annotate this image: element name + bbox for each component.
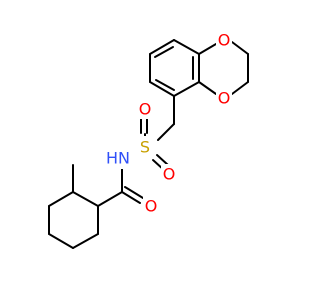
nitrogen-label: N xyxy=(118,149,130,168)
amide-group xyxy=(97,165,144,207)
sulfonyl-oxygen-label-left: O xyxy=(139,100,152,119)
oxygen-label-top: O xyxy=(218,31,231,50)
sulfur-label: S xyxy=(140,138,150,157)
atom-labels: O O S O O N H O xyxy=(106,30,232,216)
carbonyl-oxygen-label: O xyxy=(145,197,158,216)
sulfonyl-oxygen-label-right: O xyxy=(163,165,176,184)
cyclohexane-ring xyxy=(48,164,99,249)
molecule-structure: O O S O O N H O xyxy=(48,30,249,249)
dioxane-ring xyxy=(198,41,249,95)
nitrogen-hydrogen-label: H xyxy=(106,149,118,168)
methylene-linker xyxy=(157,95,175,141)
benzene-ring xyxy=(149,39,200,97)
oxygen-label-bottom: O xyxy=(218,89,231,108)
